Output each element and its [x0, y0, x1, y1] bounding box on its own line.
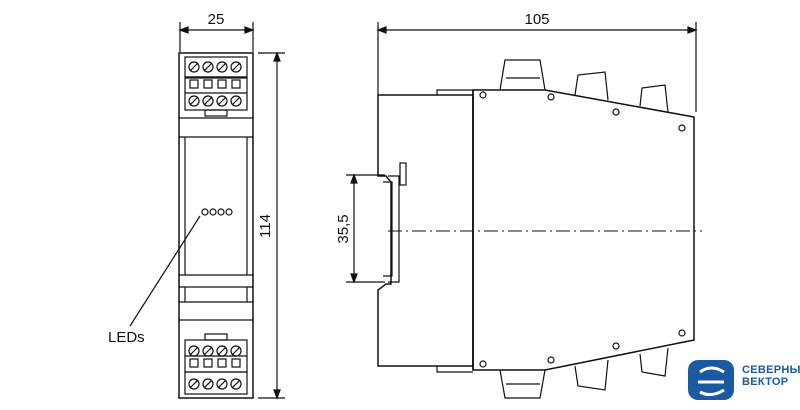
front-terminals-top — [188, 61, 242, 107]
leds-label: LEDs — [108, 329, 145, 346]
rail-height-label: 35,5 — [335, 214, 352, 243]
severny-vector-logo — [688, 360, 734, 400]
logo-line-2: ВЕКТОР — [742, 376, 789, 388]
side-depth-label: 105 — [524, 11, 549, 28]
logo-line-1: СЕВЕРНЫЙ — [742, 364, 800, 376]
front-height-label: 114 — [257, 214, 274, 238]
logo-text: СЕВЕРНЫЙ ВЕКТОР — [742, 364, 800, 388]
front-terminals-bottom — [188, 345, 242, 390]
side-view — [346, 22, 702, 399]
front-width-label: 25 — [208, 11, 225, 28]
front-view — [129, 22, 285, 400]
